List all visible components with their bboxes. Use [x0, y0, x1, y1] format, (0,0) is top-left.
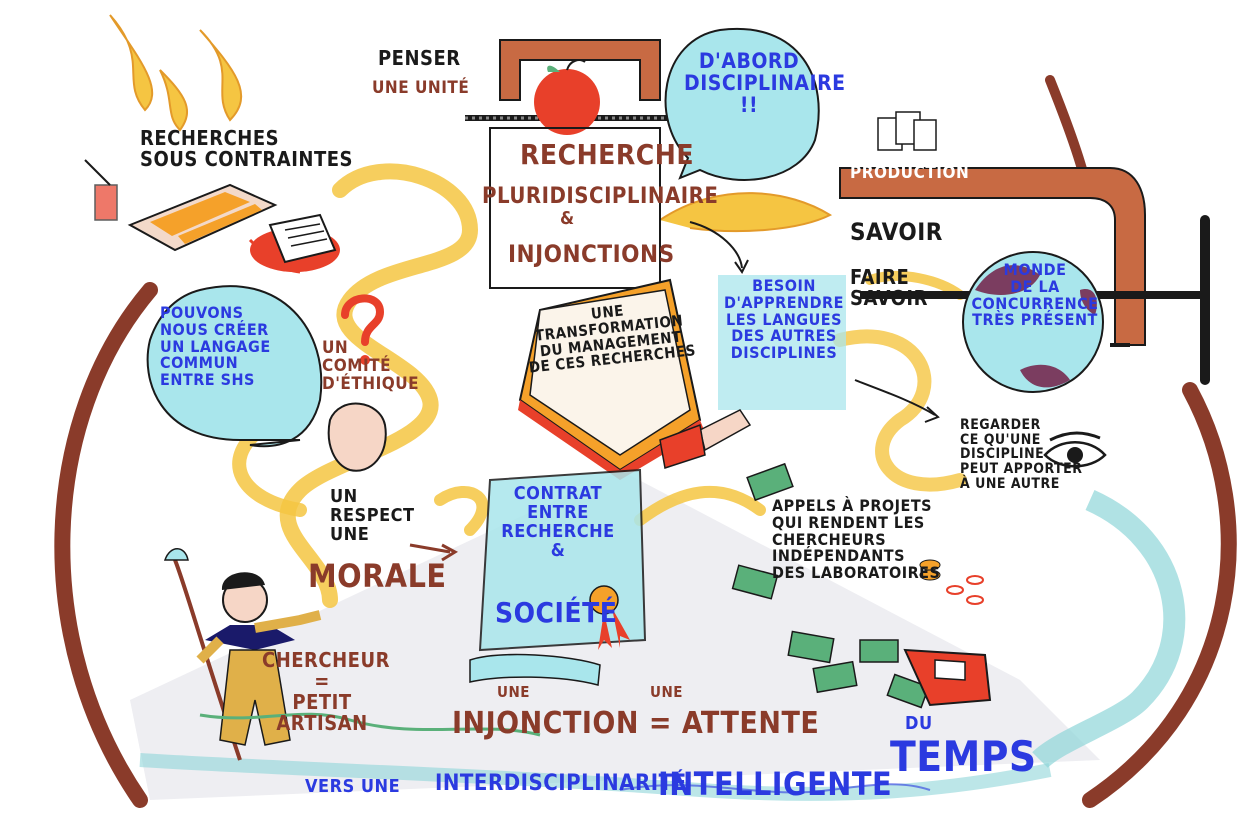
- text-besoin: BESOIN D'APPRENDRE LES LANGUES DES AUTRE…: [724, 276, 844, 363]
- text-interdisciplinarite: INTERDISCIPLINARITÉ: [435, 771, 687, 796]
- text-faire-savoir: FAIRE SAVOIR: [850, 265, 928, 310]
- text-respect: UN RESPECT UNE: [330, 486, 415, 545]
- keyboard-icon: [84, 159, 278, 252]
- text-contrat: CONTRAT ENTRE RECHERCHE &: [501, 483, 615, 561]
- text-societe: SOCIÉTÉ: [495, 596, 618, 629]
- face-icon: [327, 402, 387, 472]
- text-intelligente: INTELLIGENTE: [658, 765, 893, 803]
- text-recherches-sous-contraintes: RECHERCHES SOUS CONTRAINTES: [140, 126, 353, 171]
- globe-icon: [962, 251, 1104, 393]
- apple-icon: [534, 59, 600, 135]
- text-une-1: UNE: [497, 683, 530, 701]
- text-injonctions: INJONCTIONS: [508, 240, 675, 268]
- text-regarder: REGARDER CE QU'UNE DISCIPLINE PEUT APPOR…: [960, 417, 1083, 492]
- text-savoir: SAVOIR: [850, 218, 943, 246]
- text-vers-une: VERS UNE: [305, 776, 401, 797]
- text-dabord-disciplinaire: D'ABORD DISCIPLINAIRE !!: [684, 49, 846, 118]
- text-ampersand: &: [560, 208, 575, 229]
- question-mark-icon: [341, 294, 385, 365]
- text-pouvons: POUVONS NOUS CRÉER UN LANGAGE COMMUN ENT…: [160, 303, 271, 390]
- text-production: PRODUCTION: [850, 163, 970, 183]
- text-comite-ethique: UN COMITÉ D'ÉTHIQUE: [322, 338, 420, 394]
- text-une-2: UNE: [650, 683, 683, 701]
- flame-icon: [109, 14, 243, 132]
- text-appels-projets: APPELS À PROJETS QUI RENDENT LES CHERCHE…: [772, 496, 941, 583]
- researcher-figure: [163, 548, 322, 761]
- money-icon: [731, 462, 984, 709]
- text-temps: TEMPS: [890, 732, 1037, 781]
- text-une-unite: UNE UNITÉ: [372, 78, 470, 98]
- text-du: DU: [905, 713, 933, 734]
- text-injonction-attente: INJONCTION = ATTENTE: [452, 706, 820, 741]
- wallet-icon: [903, 648, 992, 707]
- text-recherche: RECHERCHE: [520, 138, 695, 171]
- seal-icon: [589, 585, 630, 650]
- text-morale: MORALE: [308, 557, 447, 595]
- text-pluridisciplinaire: PLURIDISCIPLINAIRE: [482, 184, 719, 209]
- document-icon: [877, 111, 937, 151]
- text-penser: PENSER: [378, 46, 461, 70]
- text-monde-concurrence: MONDE DE LA CONCURRENCE TRÈS PRÉSENT: [971, 260, 1099, 330]
- document-icon: [250, 213, 340, 272]
- eye-icon: [1043, 431, 1107, 468]
- text-chercheur-artisan: CHERCHEUR = PETIT ARTISAN: [262, 648, 390, 735]
